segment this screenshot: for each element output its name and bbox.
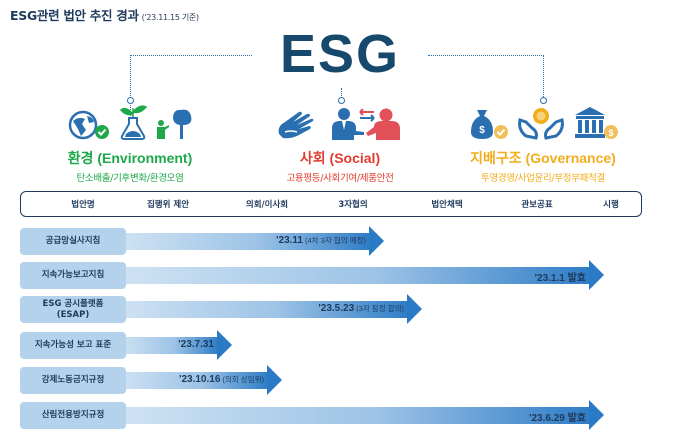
arrow-head-icon: [589, 260, 604, 290]
bill-date: '23.5.23: [318, 303, 355, 314]
progress-arrow: '23.7.31: [120, 330, 232, 360]
pillar-governance: $ $ 지배구조 (Governance) 투명경영/사업윤리/부정부패척결: [445, 104, 641, 184]
bill-name: 산림전용방지규정: [20, 402, 126, 429]
progress-arrow: '23.10.16(의회 상임위): [120, 365, 282, 395]
governance-ko: 지배구조: [470, 150, 522, 166]
environment-heading: 환경 (Environment): [67, 150, 193, 166]
connector-ring-social: [338, 97, 345, 104]
bill-note: (의회 상임위): [222, 375, 264, 384]
page-title: ESG관련 법안 추진 경과('23.11.15 기준): [10, 5, 199, 24]
arrow-head-icon: [267, 365, 282, 395]
progress-arrow: '23.11(4차 3자 협의 예정): [120, 226, 384, 256]
stage-enforcement: 시행: [603, 200, 619, 210]
money-bag-check-icon: $: [471, 110, 508, 139]
title-main: ESG관련 법안 추진 경과: [10, 8, 139, 23]
environment-icons: [40, 104, 220, 140]
stage-adoption: 법안채택: [431, 200, 463, 210]
governance-en: Governance: [530, 150, 612, 166]
progress-arrow: '23.5.23(3자 잠정 합의): [120, 294, 422, 324]
arrow-head-icon: [589, 400, 604, 430]
bank-coin-icon: $: [575, 107, 618, 139]
connector-ring-governance: [540, 97, 547, 104]
progress-arrow: '23.6.29 발효: [120, 400, 604, 430]
governance-heading: 지배구조 (Governance): [470, 150, 616, 166]
bill-date: '23.11: [276, 235, 303, 246]
progress-arrow: '23.1.1 발효: [120, 260, 604, 290]
arrow-head-icon: [217, 330, 232, 360]
stage-commission-proposal: 집행위 제안: [146, 200, 190, 210]
title-date: ('23.11.15 기준): [141, 13, 199, 22]
social-desc: 고용평등/사회기여/제품안전: [286, 173, 394, 184]
bill-name: 강제노동금지규정: [20, 367, 126, 394]
connector-center-drop: [341, 88, 342, 98]
pillar-environment: 환경 (Environment) 탄소배출/기후변화/환경오염: [40, 104, 220, 184]
connector-ring-environment: [127, 97, 134, 104]
pillar-social: 사회 (Social) 고용평등/사회기여/제품안전: [250, 104, 430, 184]
social-en: Social: [334, 150, 376, 166]
environment-ko: 환경: [67, 150, 94, 166]
hands-gear-icon: [518, 108, 564, 140]
bill-date: '23.10.16: [179, 374, 221, 385]
esg-logo: ESG: [279, 24, 401, 84]
social-ko: 사회: [299, 150, 326, 166]
stage-trilogue: 3자협의: [338, 200, 368, 210]
bill-name: ESG 공시플랫폼 (ESAP): [20, 296, 126, 323]
environment-en: Environment: [102, 150, 188, 166]
bill-name: 공급망실사지침: [20, 228, 126, 255]
bill-date: '23.1.1 발효: [534, 273, 586, 284]
connector-right-drop: [543, 55, 544, 97]
arrow-head-icon: [369, 226, 384, 256]
environment-desc: 탄소배출/기후변화/환경오염: [76, 173, 184, 184]
stage-publication: 관보공표: [521, 200, 553, 210]
bill-date: '23.7.31: [178, 339, 214, 350]
person-tree-icon: [157, 109, 192, 139]
bill-name: 지속가능성 보고 표준: [20, 332, 126, 359]
social-heading: 사회 (Social): [299, 150, 381, 166]
connector-left-drop: [130, 55, 131, 128]
helping-hands-icon: [278, 111, 313, 139]
governance-desc: 투명경영/사업윤리/부정부패척결: [481, 173, 605, 184]
governance-icons: $ $: [445, 104, 641, 140]
svg-text:$: $: [608, 128, 613, 138]
connector-left: [130, 55, 252, 56]
handshake-exchange-icon: [331, 108, 400, 140]
globe-check-icon: [68, 110, 109, 140]
bill-note: (3자 잠정 합의): [356, 304, 404, 313]
bill-name: 지속가능보고지침: [20, 262, 126, 289]
social-icons: [250, 104, 430, 140]
svg-text:$: $: [479, 125, 485, 136]
bill-date: '23.6.29 발효: [529, 413, 586, 424]
plant-flask-icon: [119, 105, 148, 140]
stage-bill-name: 법안명: [71, 200, 95, 210]
arrow-head-icon: [407, 294, 422, 324]
bill-note: (4차 3자 협의 예정): [305, 236, 366, 245]
stage-parliament-council: 의회/이사회: [245, 200, 289, 210]
connector-right: [428, 55, 544, 56]
stage-header: 법안명 집행위 제안 의회/이사회 3자협의 법안채택 관보공표 시행: [20, 191, 642, 217]
